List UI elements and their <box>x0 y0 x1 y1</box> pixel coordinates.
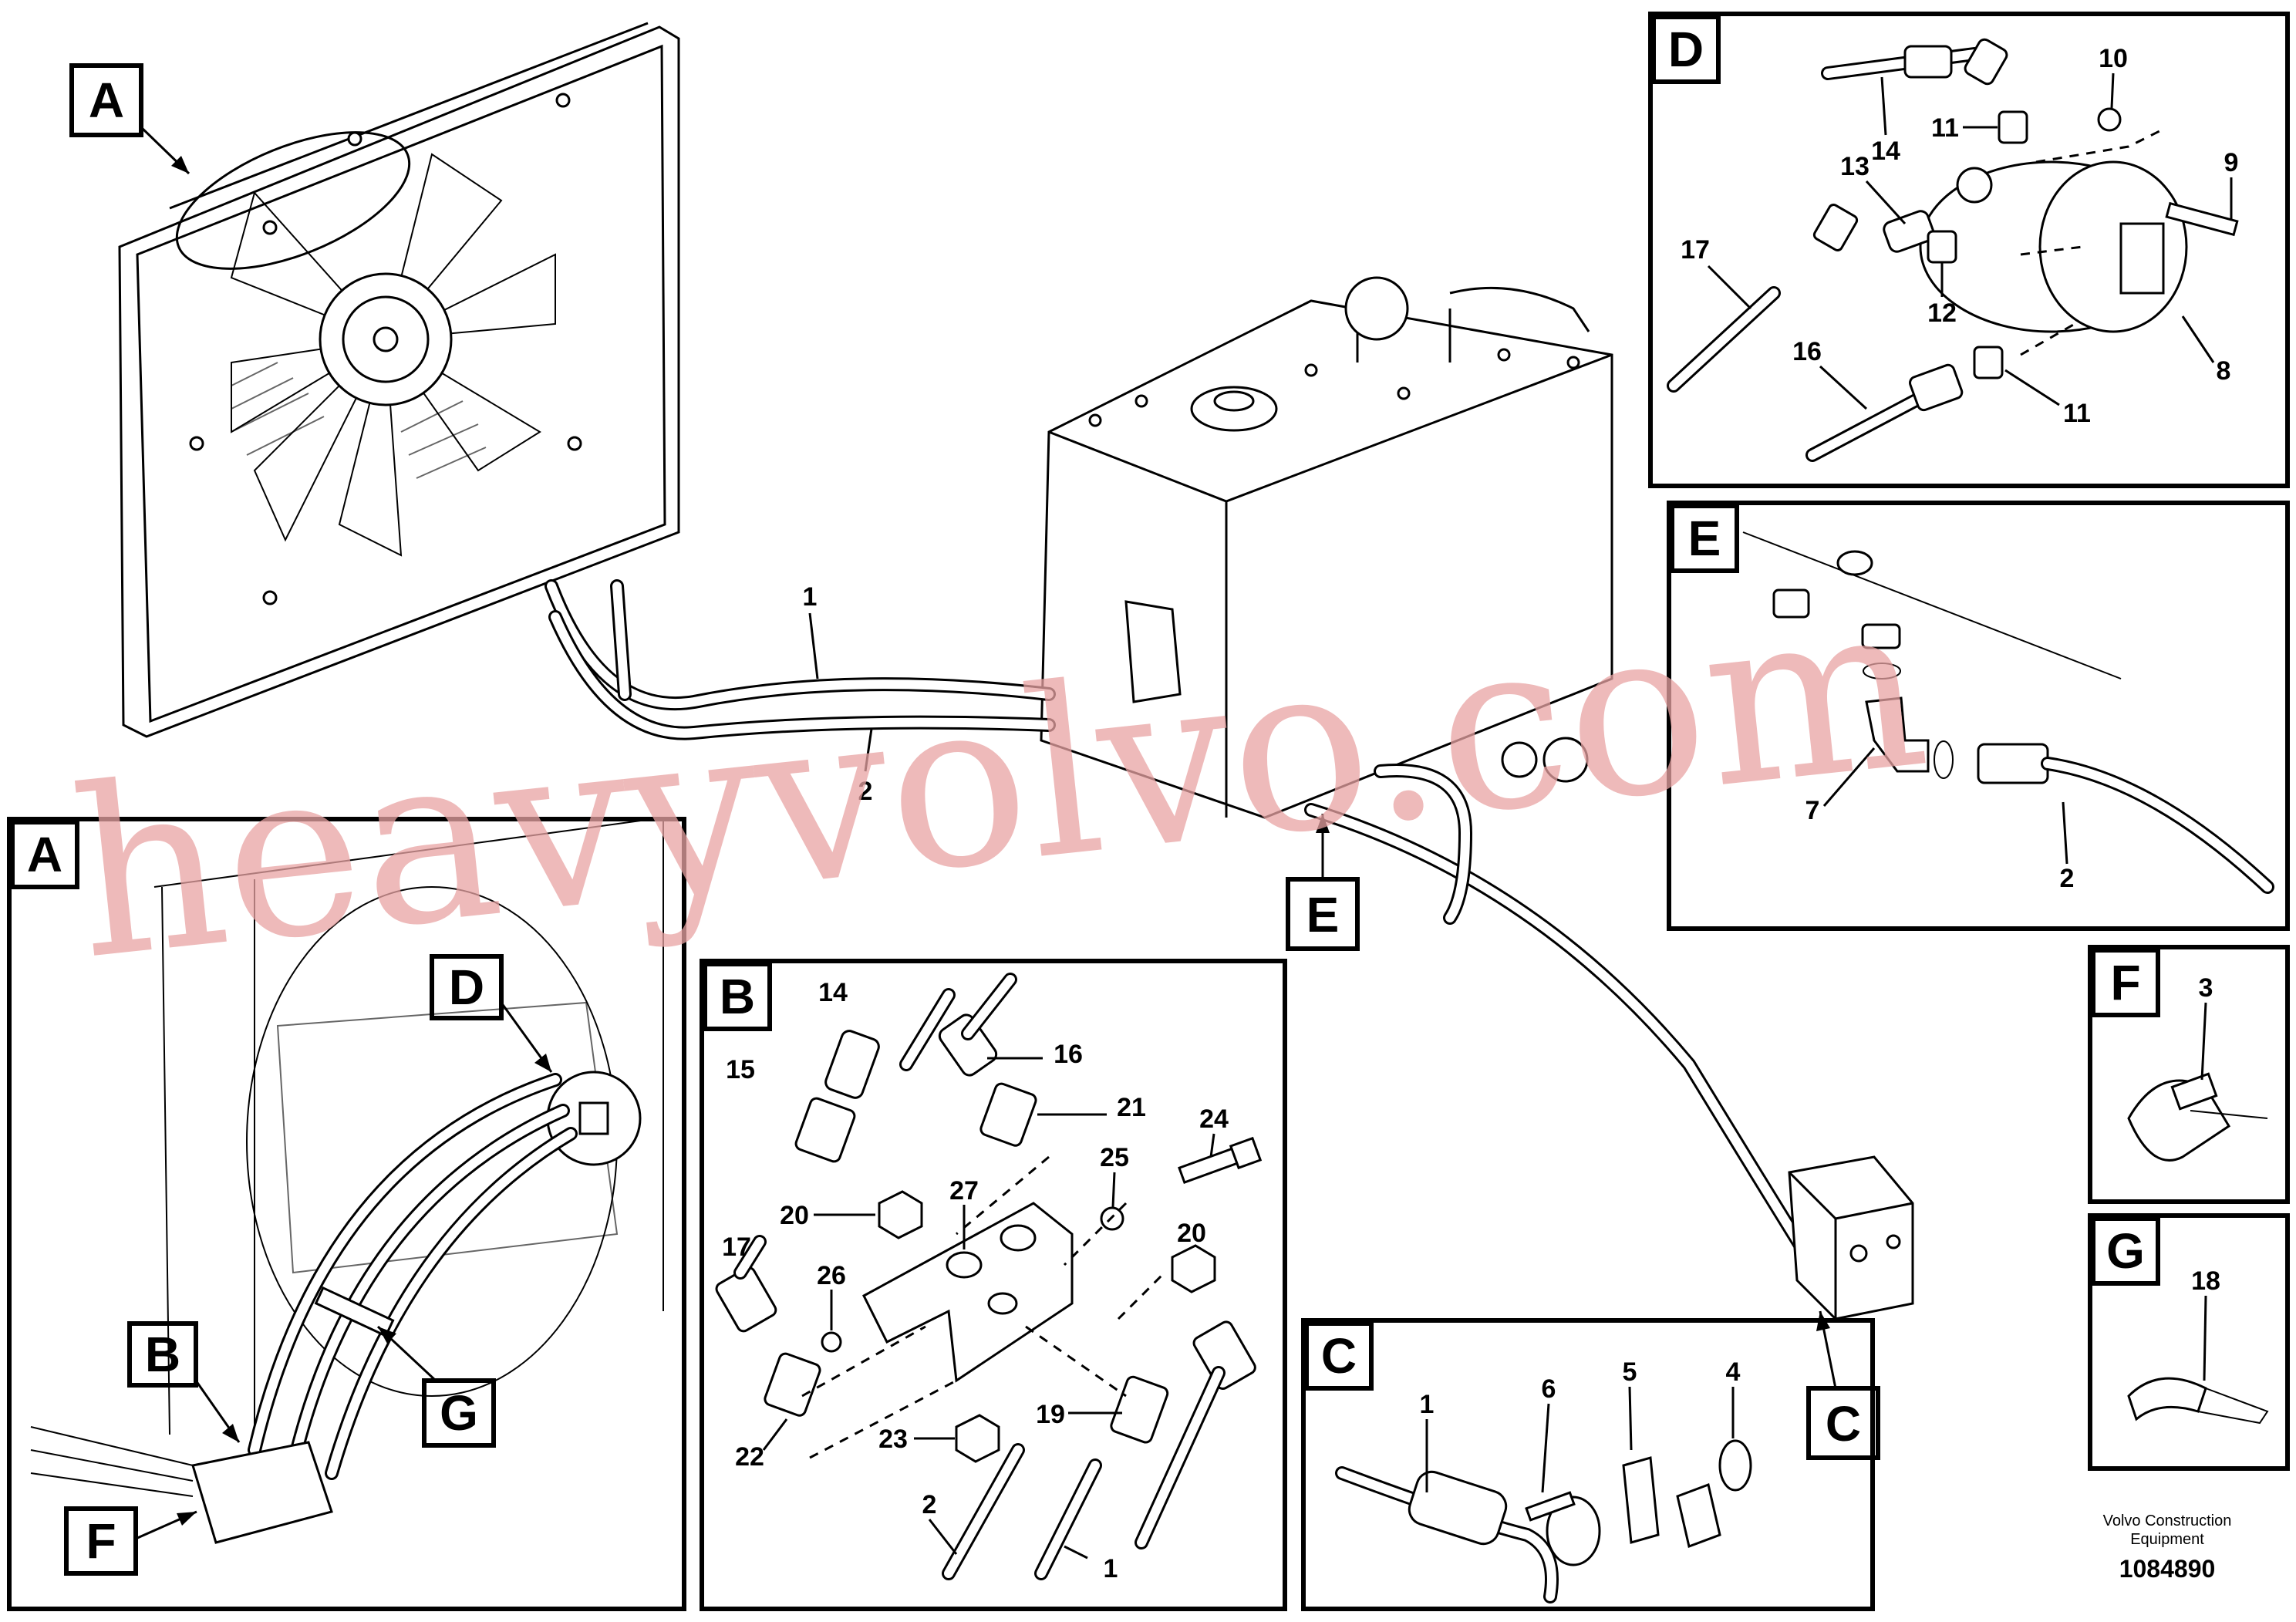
svg-text:11: 11 <box>2063 399 2091 428</box>
panel-d-letter: D <box>1668 22 1704 77</box>
cooler-fan-assembly <box>118 22 680 738</box>
callout-box-d-main[interactable]: D <box>430 954 553 1073</box>
svg-text:13: 13 <box>1840 152 1870 181</box>
svg-text:20: 20 <box>780 1201 809 1230</box>
drawing-number: 1084890 <box>2119 1555 2216 1583</box>
panel-a-letter: A <box>27 827 62 882</box>
svg-text:26: 26 <box>817 1261 846 1290</box>
svg-text:7: 7 <box>1805 796 1820 825</box>
panel-e-letter: E <box>1688 511 1721 566</box>
svg-text:17: 17 <box>1681 235 1710 265</box>
svg-text:10: 10 <box>2099 44 2128 73</box>
main-hoses <box>544 579 1819 1272</box>
svg-text:14: 14 <box>818 978 848 1007</box>
watermark: heavyvolvo.com <box>62 549 1937 1011</box>
svg-text:16: 16 <box>1054 1040 1083 1069</box>
callout-box-c-main[interactable]: C <box>1806 1310 1880 1460</box>
detail-panel-b: B <box>700 959 1287 1611</box>
part-label-f-3: 3 <box>2199 973 2213 1003</box>
svg-text:5: 5 <box>1623 1357 1637 1387</box>
svg-text:1: 1 <box>1420 1390 1435 1419</box>
svg-text:24: 24 <box>1199 1104 1229 1134</box>
hydraulic-tank <box>1040 276 1613 819</box>
svg-text:F: F <box>86 1513 116 1569</box>
panel-c-labels: 1 6 5 4 <box>1420 1357 1741 1493</box>
svg-text:D: D <box>449 959 484 1015</box>
svg-text:11: 11 <box>1931 113 1959 143</box>
company-line-2: Equipment <box>2130 1531 2204 1548</box>
svg-text:25: 25 <box>1100 1143 1129 1172</box>
svg-text:4: 4 <box>1726 1357 1741 1387</box>
panel-f-letter: F <box>2110 955 2140 1010</box>
panel-g-letter: G <box>2106 1223 2145 1279</box>
svg-text:6: 6 <box>1542 1374 1556 1404</box>
panel-e-labels: 7 2 <box>1805 747 2075 893</box>
svg-text:23: 23 <box>878 1425 908 1454</box>
detail-panel-d: D <box>1648 12 2290 488</box>
detail-panel-c: C <box>1301 1318 1875 1611</box>
panel-d-labels: 10 11 9 13 14 17 12 16 8 11 <box>1681 44 2238 428</box>
callout-box-a-top[interactable]: A <box>69 63 190 175</box>
callout-box-f-main[interactable]: F <box>64 1506 197 1576</box>
svg-text:19: 19 <box>1036 1400 1065 1429</box>
svg-text:27: 27 <box>949 1176 979 1206</box>
svg-text:9: 9 <box>2224 148 2239 177</box>
detail-panel-f: F <box>2088 945 2290 1204</box>
svg-text:21: 21 <box>1117 1093 1146 1122</box>
svg-text:2: 2 <box>2060 864 2075 893</box>
part-label-main-2: 2 <box>858 777 873 806</box>
valve-block <box>1788 1155 1914 1320</box>
svg-text:G: G <box>440 1385 478 1441</box>
svg-text:17: 17 <box>722 1233 751 1262</box>
detail-panel-a: A <box>7 817 686 1611</box>
footer: Volvo Construction Equipment 1084890 <box>2103 1512 2232 1583</box>
svg-text:E: E <box>1306 887 1340 943</box>
svg-text:2: 2 <box>922 1490 937 1519</box>
svg-text:16: 16 <box>1792 337 1822 366</box>
detail-panel-e: E <box>1667 501 2290 931</box>
svg-text:15: 15 <box>726 1055 755 1084</box>
callout-box-g-main[interactable]: G <box>376 1325 496 1448</box>
detail-panel-g: G <box>2088 1213 2290 1471</box>
svg-text:C: C <box>1826 1396 1861 1452</box>
svg-text:1: 1 <box>1104 1554 1118 1583</box>
company-line-1: Volvo Construction <box>2103 1512 2232 1529</box>
panel-b-letter: B <box>720 969 755 1024</box>
svg-text:22: 22 <box>735 1442 764 1472</box>
svg-text:A: A <box>89 73 124 128</box>
part-label-main-1: 1 <box>803 582 818 612</box>
part-label-g-18: 18 <box>2191 1266 2220 1296</box>
svg-text:B: B <box>145 1327 180 1382</box>
panel-c-letter: C <box>1321 1328 1357 1384</box>
svg-text:12: 12 <box>1927 298 1957 328</box>
svg-text:8: 8 <box>2217 356 2231 386</box>
svg-text:14: 14 <box>1871 137 1900 166</box>
callout-box-e-main[interactable]: E <box>1286 814 1360 951</box>
svg-text:20: 20 <box>1177 1219 1206 1248</box>
callout-box-b[interactable]: B <box>127 1321 241 1443</box>
panel-b-labels: 14 15 16 21 24 25 27 20 20 17 26 22 23 1… <box>722 978 1229 1583</box>
